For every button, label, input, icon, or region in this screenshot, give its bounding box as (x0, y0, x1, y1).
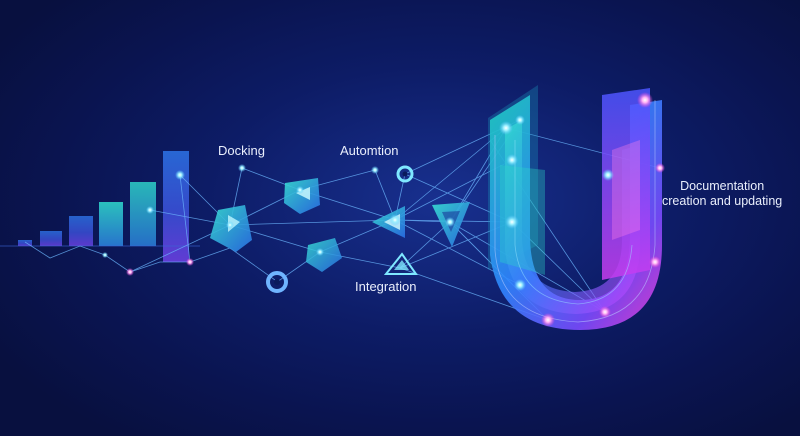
docking-label: Docking (218, 143, 265, 158)
automation-label: Automtion (340, 143, 399, 158)
documentation-label-line2: creation and updating (662, 194, 783, 208)
ring-node-icon (266, 271, 288, 293)
glow-nodes (102, 92, 665, 327)
documentation-label-line1: Documentation (680, 179, 765, 193)
polyhedron-icon (306, 238, 342, 272)
documentation-label: Documentation creation and updating (662, 179, 782, 209)
triangle-icon (383, 252, 418, 275)
bar-chart-icon (0, 151, 200, 262)
integration-label: Integration (355, 279, 417, 294)
ring-node-icon (396, 165, 414, 183)
letter-u-logo (488, 85, 662, 330)
polyhedron-icon (284, 178, 320, 214)
